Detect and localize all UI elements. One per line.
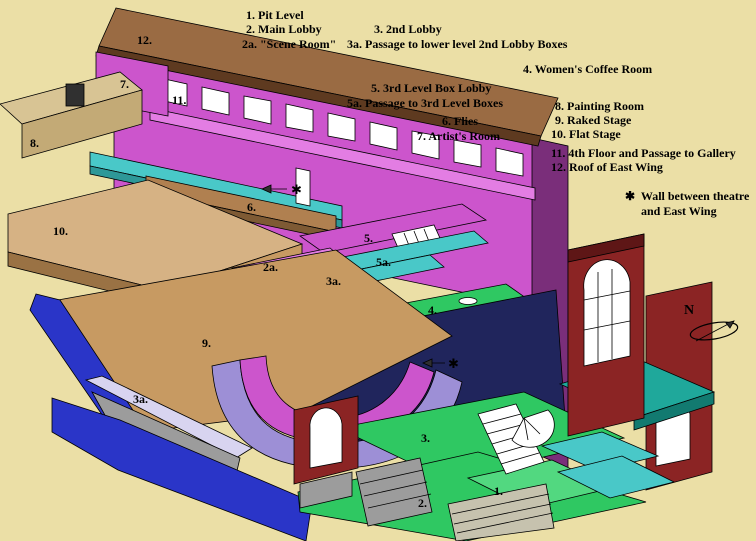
legend-item-4th-floor: 11. 4th Floor and Passage to Gallery — [551, 146, 736, 160]
chimney-box — [65, 83, 85, 107]
legend-item-box-lobby: 5. 3rd Level Box Lobby — [371, 81, 492, 95]
compass-n-label: N — [684, 303, 694, 318]
dividing-wall-upper — [295, 167, 311, 207]
legend-item-raked-stage: 9. Raked Stage — [555, 113, 632, 127]
marker-6: 6. — [247, 200, 256, 214]
wall-asterisk-upper: ✱ — [291, 183, 302, 198]
east-tower-front — [567, 233, 645, 437]
wall-pointer-upper: ✱ — [261, 183, 302, 198]
wall-asterisk-lower: ✱ — [448, 357, 459, 372]
marker-8: 8. — [30, 136, 39, 150]
marker-10: 10. — [53, 224, 68, 238]
legend-note-line1: ✱ Wall between theatre — [625, 189, 750, 203]
marker-4: 4. — [428, 303, 437, 317]
legend-item-scene-room: 2a. "Scene Room" — [242, 37, 337, 51]
diagram-markers: 12. 7. 11. 8. 6. 10. 5. 2a. 3a. 5a. 4. 9… — [30, 33, 503, 510]
legend-item-flies: 6. Flies — [442, 114, 478, 128]
marker-5a: 5a. — [376, 255, 391, 269]
compass: N — [684, 303, 739, 342]
legend-item-roof-east-wing: 12. Roof of East Wing — [551, 160, 663, 174]
legend-item-2nd-lobby: 3. 2nd Lobby — [374, 22, 442, 36]
outer-wall-lower — [51, 397, 313, 541]
legend-note-line2: and East Wing — [641, 204, 717, 218]
wall-pointer-lower: ✱ — [422, 357, 459, 372]
marker-11: 11. — [172, 93, 186, 107]
marker-2a: 2a. — [263, 260, 278, 274]
marker-3: 3. — [421, 431, 430, 445]
legend-item-flat-stage: 10. Flat Stage — [551, 127, 621, 141]
legend-item-painting-room: 8. Painting Room — [555, 99, 645, 113]
marker-9: 9. — [202, 336, 211, 350]
marker-2: 2. — [418, 496, 427, 510]
lower-passage-3a — [84, 375, 253, 459]
tower-front-window — [583, 259, 631, 367]
legend-item-pit-level: 1. Pit Level — [246, 8, 304, 22]
legend-item-main-lobby: 2. Main Lobby — [246, 22, 322, 36]
pit-benches — [447, 483, 555, 541]
legend-item-passage-lower-boxes: 3a. Passage to lower level 2nd Lobby Box… — [347, 37, 568, 51]
coffee-table — [458, 297, 478, 305]
lower-right-cyan-floors — [540, 431, 676, 499]
third-level-box-lobby — [299, 203, 488, 254]
marker-3a-upper: 3a. — [326, 274, 341, 288]
spiral-stair — [511, 409, 555, 448]
lobby-stairs — [355, 457, 433, 527]
marker-7: 7. — [120, 77, 129, 91]
legend-item-passage-3rd-boxes: 5a. Passage to 3rd Level Boxes — [347, 96, 503, 110]
grand-staircase — [477, 403, 545, 475]
compass-rose — [689, 321, 739, 341]
marker-3a-lower: 3a. — [133, 392, 148, 406]
legend-item-artists-room: 7. Artist's Room — [417, 129, 500, 143]
marker-5: 5. — [364, 231, 373, 245]
arched-doorway — [293, 395, 359, 509]
legend-item-coffee-room: 4. Women's Coffee Room — [523, 62, 653, 76]
marker-12: 12. — [137, 33, 152, 47]
gallery-windows — [149, 77, 536, 201]
marker-1: 1. — [494, 484, 503, 498]
painting-room — [0, 71, 143, 159]
